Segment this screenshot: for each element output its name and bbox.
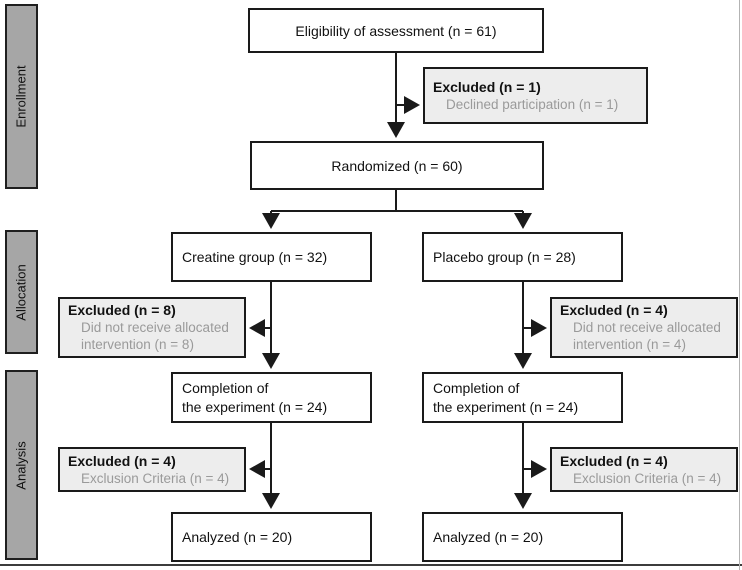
completion-creatine-text: Completion of the experiment (n = 24) [182, 379, 328, 415]
excluded-creatine-analysis-title: Excluded (n = 4) [68, 452, 176, 469]
box-creatine-group: Creatine group (n = 32) [171, 232, 372, 282]
figure-bottom-border [0, 564, 742, 566]
box-excluded-placebo-allocation: Excluded (n = 4) Did not receive allocat… [550, 297, 738, 358]
excluded-placebo-allocation-title: Excluded (n = 4) [560, 302, 668, 318]
figure-right-border [739, 0, 740, 570]
box-analyzed-creatine: Analyzed (n = 20) [171, 512, 372, 562]
box-randomized: Randomized (n = 60) [250, 141, 544, 190]
box-excluded-creatine-allocation: Excluded (n = 8) Did not receive allocat… [58, 297, 246, 358]
excluded-creatine-analysis-detail: Exclusion Criteria (n = 4) [81, 470, 230, 486]
excluded-placebo-analysis-title: Excluded (n = 4) [560, 452, 668, 469]
excluded-creatine-allocation-title: Excluded (n = 8) [68, 302, 176, 318]
stage-label-allocation: Allocation [14, 263, 29, 321]
excluded-placebo-allocation-detail: Did not receive allocated intervention (… [573, 320, 721, 352]
stage-bar-allocation: Allocation [5, 230, 38, 354]
stage-label-analysis: Analysis [14, 440, 30, 490]
box-excluded-placebo-analysis: Excluded (n = 4) Exclusion Criteria (n =… [550, 447, 738, 492]
box-excluded-creatine-analysis: Excluded (n = 4) Exclusion Criteria (n =… [58, 447, 246, 492]
excluded-creatine-allocation-detail: Did not receive allocated intervention (… [81, 320, 229, 352]
box-completion-creatine: Completion of the experiment (n = 24) [171, 372, 372, 423]
stage-bar-enrollment: Enrollment [5, 4, 38, 189]
box-placebo-group: Placebo group (n = 28) [422, 232, 623, 282]
box-completion-placebo: Completion of the experiment (n = 24) [422, 372, 623, 423]
excluded-enrollment-detail: Declined participation (n = 1) [446, 96, 619, 112]
box-excluded-enrollment: Excluded (n = 1) Declined participation … [423, 67, 648, 124]
stage-label-enrollment: Enrollment [14, 65, 30, 128]
excluded-enrollment-title: Excluded (n = 1) [433, 78, 541, 95]
stage-bar-analysis: Analysis [5, 370, 38, 560]
completion-placebo-text: Completion of the experiment (n = 24) [433, 379, 579, 415]
box-eligibility: Eligibility of assessment (n = 61) [248, 8, 544, 53]
excluded-placebo-analysis-detail: Exclusion Criteria (n = 4) [573, 470, 722, 486]
box-analyzed-placebo: Analyzed (n = 20) [422, 512, 623, 562]
